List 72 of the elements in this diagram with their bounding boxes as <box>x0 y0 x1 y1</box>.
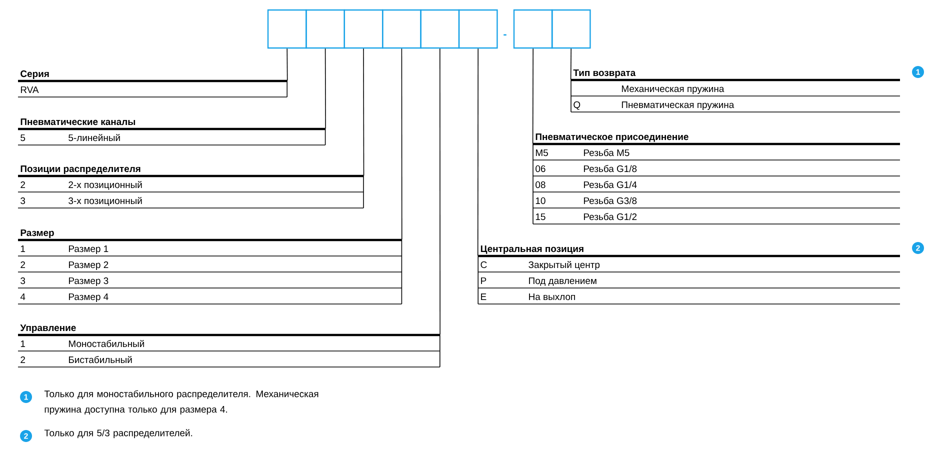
table-heading: Тип возврата <box>573 69 636 78</box>
option-code: 2 <box>20 356 25 363</box>
option-description: Бистабильный <box>69 356 132 364</box>
leader-line <box>570 48 572 80</box>
option-code: 5 <box>20 134 26 142</box>
option-description: Резьба G1/2 <box>584 213 637 220</box>
option-description: Размер 3 <box>69 277 108 286</box>
option-description: 2-х позиционный <box>68 180 142 190</box>
code-box <box>458 9 498 49</box>
option-code: C <box>480 261 487 268</box>
code-box <box>513 9 553 49</box>
leader-line <box>286 48 288 82</box>
table-heading: Серия <box>20 70 49 79</box>
option-description: Закрытый центр <box>528 260 600 270</box>
option-table <box>18 324 440 368</box>
option-description: 5-линейный <box>68 134 120 142</box>
table-heading: Размер <box>20 229 54 238</box>
code-box <box>306 9 346 49</box>
option-table <box>18 229 402 304</box>
leader-line <box>363 48 364 176</box>
option-code: 2 <box>20 261 25 268</box>
option-code: 4 <box>20 293 26 300</box>
option-code: 1 <box>20 245 25 252</box>
option-table <box>570 69 900 112</box>
table-heading: Пневматическое присоединение <box>536 133 688 142</box>
option-code: 08 <box>536 181 546 188</box>
footnote-text: Только для моностабильного распределителя. Механическая пружина доступна только для размера 4. <box>44 390 318 415</box>
leader-line <box>324 48 326 130</box>
option-description: Моностабильный <box>69 340 144 348</box>
option-code: 15 <box>536 213 546 220</box>
option-code: M5 <box>536 149 548 156</box>
option-code: P <box>481 277 486 284</box>
code-box <box>551 9 591 49</box>
option-code: 06 <box>536 165 546 172</box>
option-code: Q <box>574 101 580 110</box>
option-description: Механическая пружина <box>622 85 724 94</box>
code-box <box>267 9 307 49</box>
option-table <box>532 133 900 224</box>
code-box <box>420 9 460 49</box>
option-description: Под давлением <box>529 277 596 286</box>
option-code: 3 <box>20 277 26 284</box>
option-description: Резьба G1/8 <box>584 165 637 172</box>
option-description: Размер 4 <box>69 293 108 302</box>
option-description: Резьба G3/8 <box>584 197 637 204</box>
option-description: На выхлоп <box>529 293 575 300</box>
table-heading: Управление <box>20 324 76 333</box>
leader-line <box>477 48 478 256</box>
option-table <box>478 245 900 304</box>
option-code: 1 <box>20 340 25 347</box>
option-code: 10 <box>536 197 546 204</box>
option-description: Пневматическая пружина <box>622 101 734 110</box>
option-table <box>18 70 288 98</box>
option-code: 2 <box>20 181 25 188</box>
leader-line <box>532 48 534 144</box>
option-description: Размер 2 <box>69 261 108 270</box>
table-heading: Позиции распределителя <box>20 165 140 174</box>
option-description: Резьба M5 <box>584 149 630 156</box>
table-heading: Пневматические каналы <box>20 118 136 126</box>
footnote-text: Только для 5/3 распределителей. <box>44 429 192 438</box>
code-box <box>344 9 384 49</box>
option-description: Размер 1 <box>69 245 108 254</box>
table-heading: Центральная позиция <box>480 245 584 254</box>
code-box <box>382 9 422 49</box>
option-code: 3 <box>20 197 26 204</box>
separator-dash: - <box>504 34 506 36</box>
option-code: E <box>481 293 486 300</box>
option-table <box>18 118 326 146</box>
option-table <box>18 165 364 208</box>
leader-line <box>401 48 402 240</box>
option-description: 3-х позиционный <box>68 196 142 206</box>
option-code: RVA <box>21 86 39 93</box>
option-description: Резьба G1/4 <box>584 181 637 188</box>
